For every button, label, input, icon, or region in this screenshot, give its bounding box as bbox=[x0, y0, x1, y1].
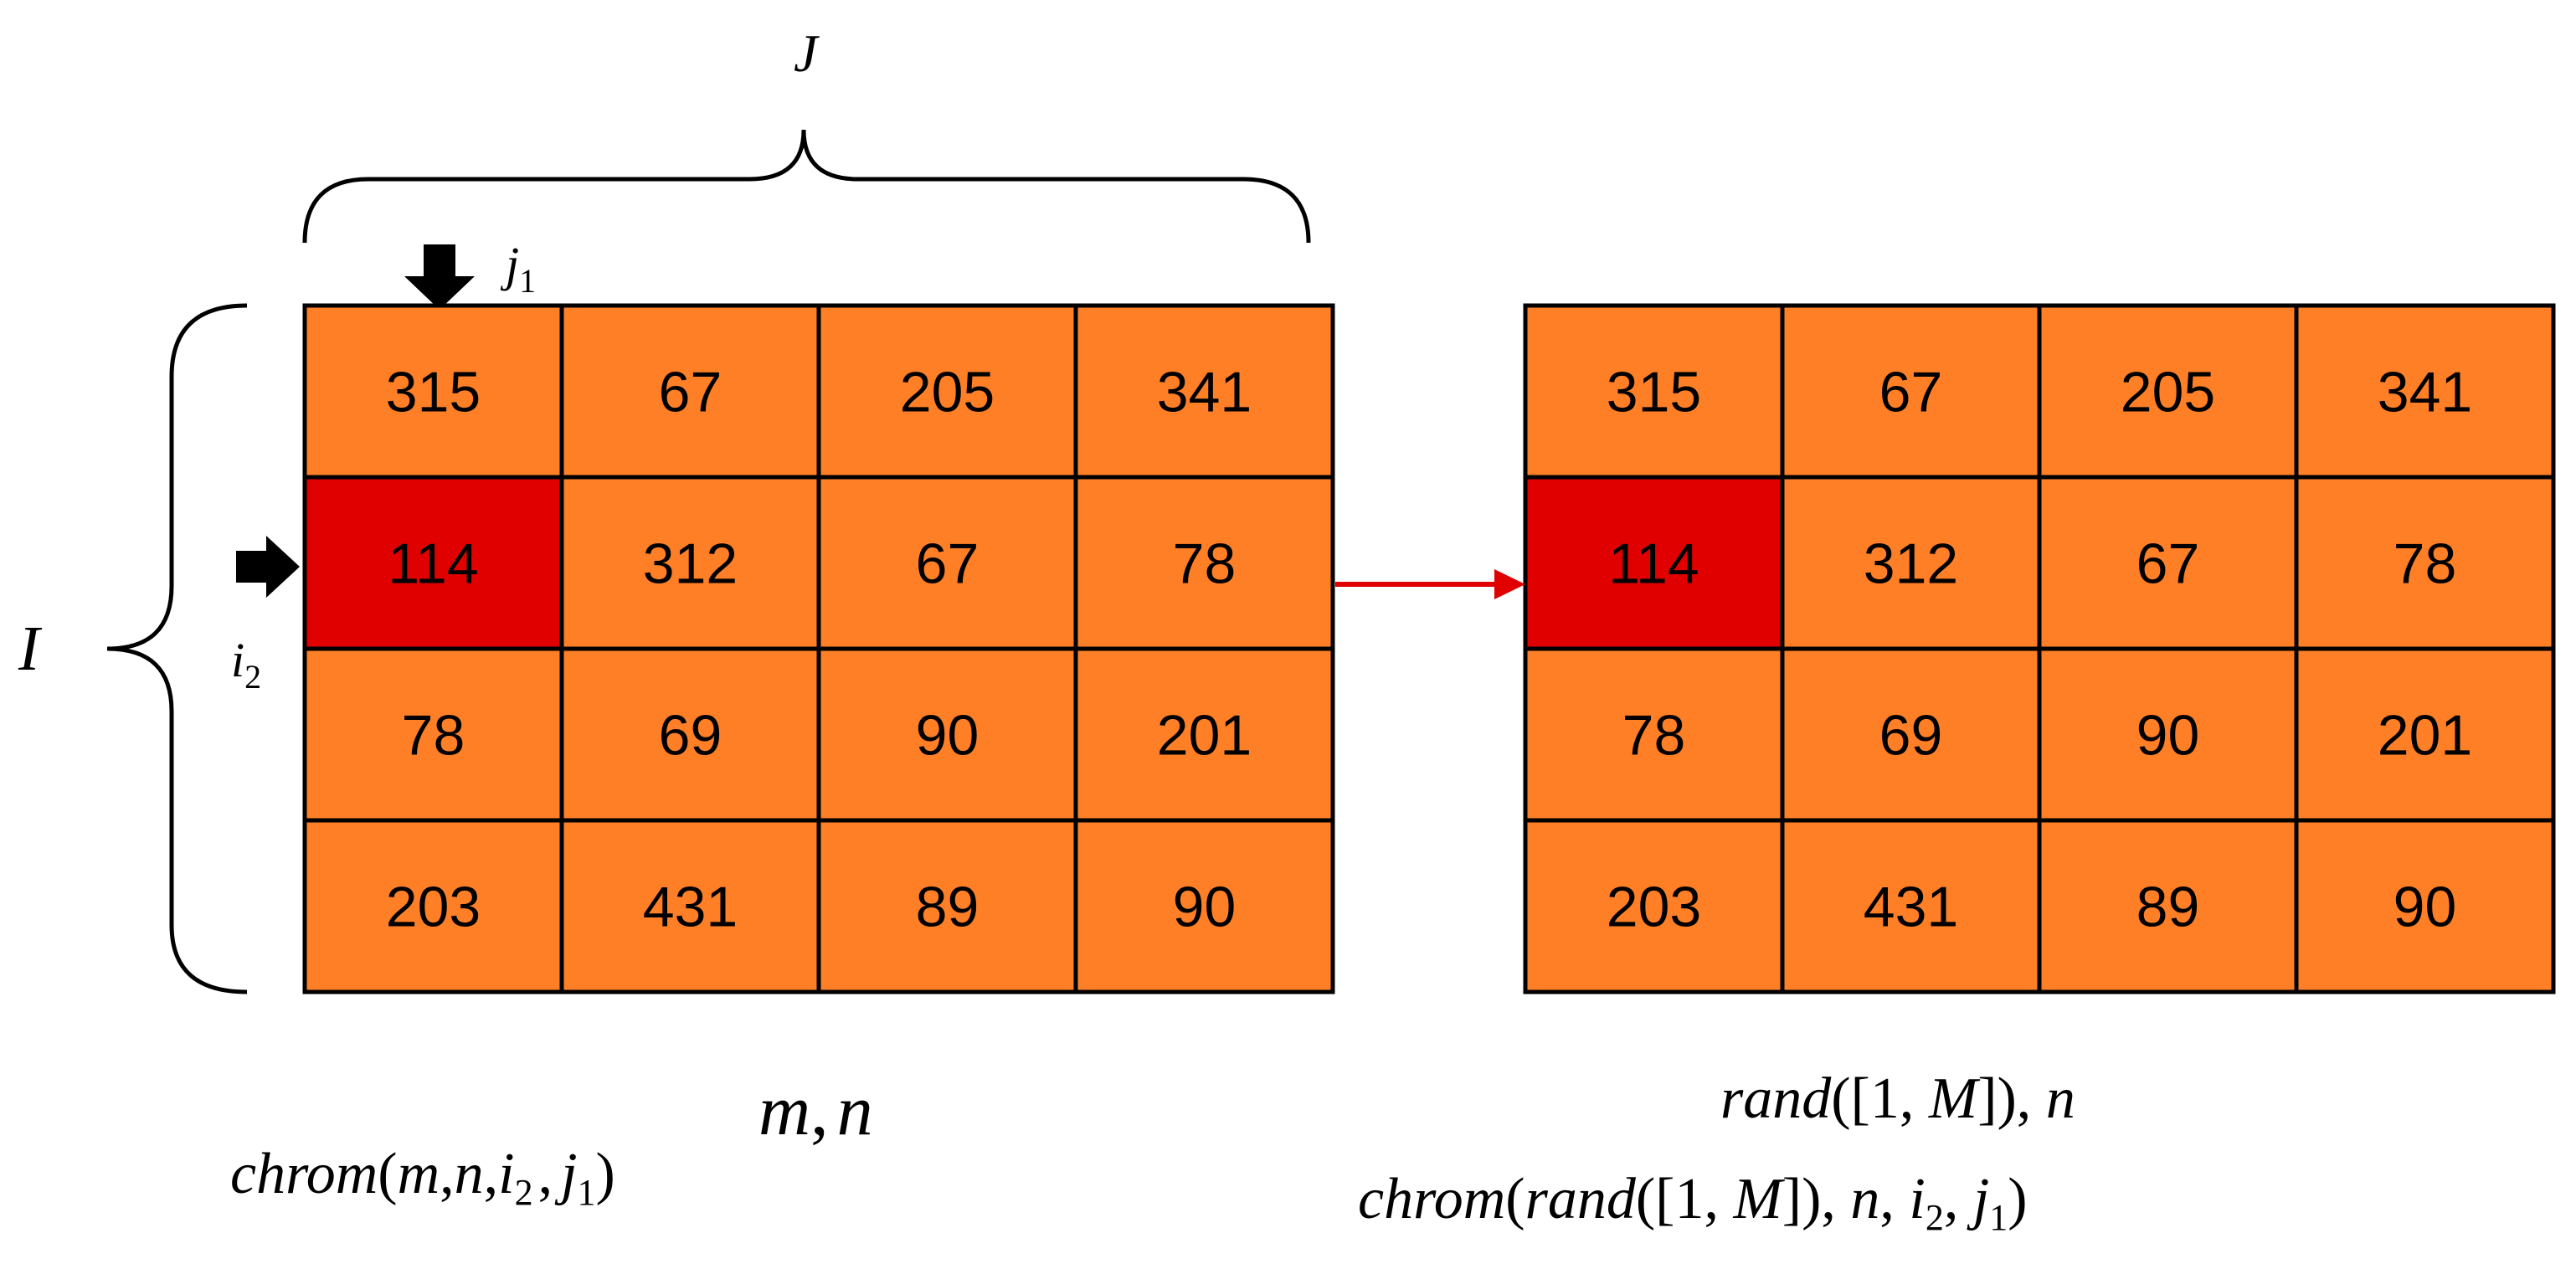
label-I: I bbox=[18, 614, 43, 684]
label-i2: i2 bbox=[231, 633, 261, 696]
matrix-cell bbox=[559, 646, 821, 823]
matrix-cell-value: 201 bbox=[2378, 704, 2472, 768]
matrix-cell bbox=[2037, 646, 2299, 823]
matrix-cell-value: 312 bbox=[643, 532, 738, 596]
transform-arrow-icon bbox=[1494, 569, 1525, 599]
matrix-cell-value: 78 bbox=[402, 704, 465, 768]
matrix-before: 315 67 205 341 114 312 67 78 78 69 90 201 203 431 89 90 bbox=[302, 303, 1335, 994]
matrix-cell-value: 89 bbox=[2136, 876, 2200, 939]
caption-left-bottom: chrom(m,n,i2,j1) bbox=[230, 1142, 615, 1213]
matrix-cell-value: 312 bbox=[1864, 532, 1958, 596]
matrix-cell-value: 67 bbox=[2136, 532, 2200, 596]
matrix-cell bbox=[1073, 303, 1335, 480]
matrix-cell-value: 205 bbox=[900, 361, 995, 424]
matrix-cell bbox=[1523, 303, 1785, 480]
matrix-cell-value: 315 bbox=[1607, 361, 1701, 424]
matrix-cell bbox=[559, 475, 821, 651]
matrix-cell-value: 90 bbox=[2136, 704, 2200, 768]
matrix-cell-value: 78 bbox=[1173, 532, 1237, 596]
matrix-cell-value: 69 bbox=[1879, 704, 1943, 768]
matrix-cell bbox=[2037, 303, 2299, 480]
matrix-cell-value: 114 bbox=[1608, 532, 1699, 596]
row-pointer-arrow-icon bbox=[236, 536, 300, 598]
matrix-cell bbox=[559, 303, 821, 480]
matrix-cell-value: 90 bbox=[2393, 876, 2457, 939]
matrix-cell bbox=[1073, 475, 1335, 651]
matrix-cell-value: 67 bbox=[916, 532, 979, 596]
matrix-cell-value: 341 bbox=[1157, 361, 1252, 424]
matrix-cell-value: 69 bbox=[659, 704, 722, 768]
matrix-cell-value: 90 bbox=[1173, 876, 1237, 939]
matrix-cell bbox=[2037, 475, 2299, 651]
label-j1: j1 bbox=[500, 237, 536, 300]
row-brace bbox=[106, 303, 248, 994]
column-brace bbox=[302, 129, 1311, 244]
matrix-cell-value: 315 bbox=[386, 361, 481, 424]
matrix-cell-value: 89 bbox=[916, 876, 979, 939]
matrix-cell bbox=[302, 303, 564, 480]
matrix-cell-value: 205 bbox=[2121, 361, 2215, 424]
matrix-cell bbox=[2294, 818, 2556, 994]
matrix-cell-highlighted bbox=[1523, 475, 1785, 651]
matrix-cell bbox=[2294, 303, 2556, 480]
matrix-cell-value: 201 bbox=[1157, 704, 1252, 768]
matrix-cell-value: 67 bbox=[659, 361, 722, 424]
matrix-cell-value: 114 bbox=[388, 532, 478, 596]
caption-left-top: m,n bbox=[758, 1070, 873, 1150]
matrix-cell bbox=[1780, 303, 2042, 480]
matrix-cell bbox=[1523, 818, 1785, 994]
label-J: J bbox=[794, 23, 820, 83]
matrix-cell-value: 67 bbox=[1879, 361, 1943, 424]
matrix-cell-value: 341 bbox=[2378, 361, 2472, 424]
matrix-cell bbox=[1073, 818, 1335, 994]
matrix-cell bbox=[2294, 646, 2556, 823]
matrix-cell bbox=[1780, 475, 2042, 651]
matrix-cell-value: 78 bbox=[2393, 532, 2457, 596]
matrix-cell bbox=[2294, 475, 2556, 651]
matrix-cell bbox=[816, 303, 1078, 480]
matrix-cell-value: 431 bbox=[643, 876, 738, 939]
matrix-cell-value: 90 bbox=[916, 704, 979, 768]
matrix-cell-value: 431 bbox=[1864, 876, 1958, 939]
matrix-cell-value: 78 bbox=[1622, 704, 1686, 768]
caption-right-bottom: chrom(rand([1, M]), n, i2, j1) bbox=[1358, 1167, 2028, 1238]
column-pointer-arrow-icon bbox=[404, 244, 475, 310]
matrix-cell bbox=[2037, 818, 2299, 994]
matrix-after: 315 67 205 341 114 312 67 78 78 69 90 201 203 431 89 90 bbox=[1523, 303, 2556, 994]
matrix-cell bbox=[559, 818, 821, 994]
caption-right-top: rand([1, M]), n bbox=[1720, 1066, 2075, 1131]
matrix-cell bbox=[302, 818, 564, 994]
matrix-cell bbox=[1073, 646, 1335, 823]
matrix-cell-value: 203 bbox=[1607, 876, 1701, 939]
matrix-cell-value: 203 bbox=[386, 876, 481, 939]
